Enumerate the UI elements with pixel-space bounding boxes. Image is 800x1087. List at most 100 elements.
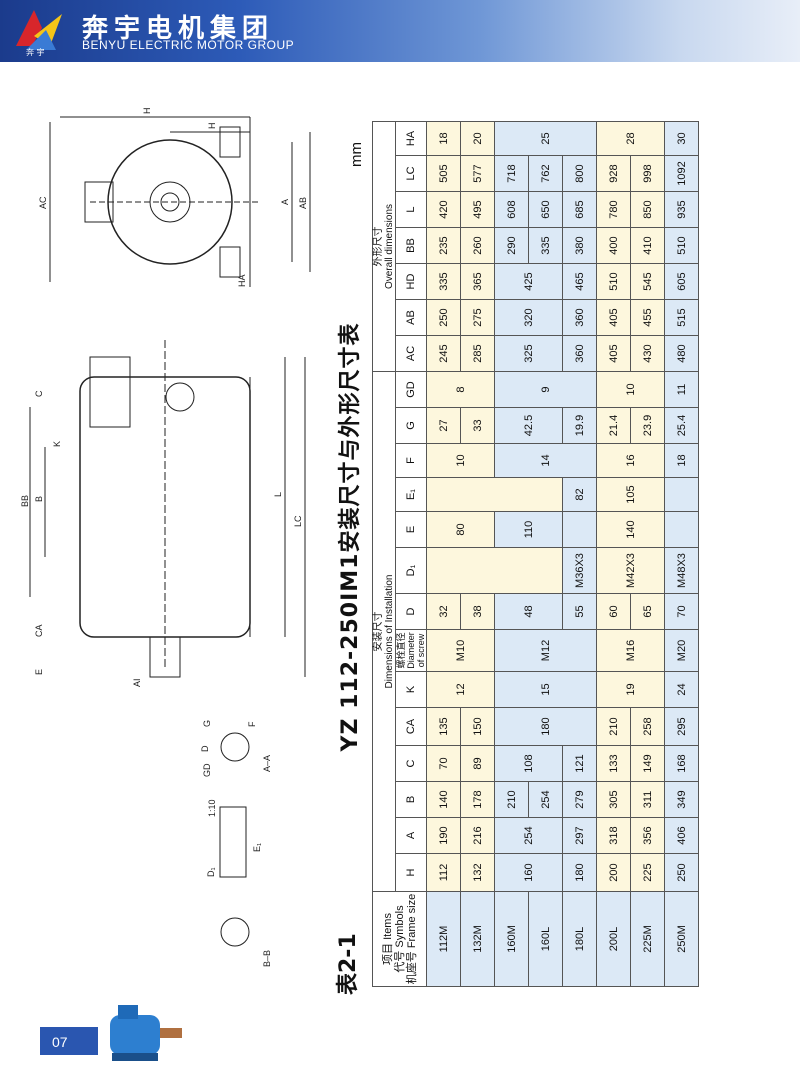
- corner-items: 项目 Items: [381, 913, 394, 965]
- cell-f: 18: [664, 443, 699, 478]
- cell-ab: 455: [630, 299, 665, 336]
- page-title: YZ 112-250IM1安装尺寸与外形尺寸表: [338, 322, 363, 752]
- cell-hd: 545: [630, 263, 665, 300]
- cell-ca: 135: [426, 707, 461, 746]
- cell-b: 279: [562, 781, 597, 818]
- cell-g: 27: [426, 407, 461, 444]
- cell-ab: 360: [562, 299, 597, 336]
- cell-l: 850: [630, 191, 665, 228]
- cell-c: 108: [494, 745, 563, 782]
- cell-bb: 260: [460, 227, 495, 264]
- cell-g: 19.9: [562, 407, 597, 444]
- table-row: 200L 200 318 305 133 210 19 M16 60 M42X3…: [596, 121, 665, 987]
- cell-k: 12: [426, 671, 495, 708]
- table-number: 表2-1: [336, 933, 361, 995]
- sym-l: L: [395, 191, 427, 228]
- cell-a: 406: [664, 817, 699, 854]
- cell-l: 608: [494, 191, 529, 228]
- cell-a: 356: [630, 817, 665, 854]
- cell-ac: 430: [630, 335, 665, 372]
- header-banner: 奔 宇 奔宇电机集团 BENYU ELECTRIC MOTOR GROUP: [0, 0, 800, 62]
- sym-k: K: [395, 671, 427, 708]
- cell-e1-empty: [664, 477, 699, 512]
- frame-cell: 225M: [630, 891, 665, 987]
- cell-c: 89: [460, 745, 495, 782]
- cell-hd: 605: [664, 263, 699, 300]
- sym-lc: LC: [395, 155, 427, 192]
- dim-label-e: E: [34, 669, 44, 675]
- cell-bb: 235: [426, 227, 461, 264]
- cell-lc: 718: [494, 155, 529, 192]
- cell-d: 55: [562, 593, 597, 630]
- cell-lc: 762: [528, 155, 563, 192]
- cell-g: 21.4: [596, 407, 631, 444]
- cell-l: 685: [562, 191, 597, 228]
- logo-text: 奔 宇: [26, 47, 45, 56]
- cell-f: 14: [494, 443, 597, 478]
- dim-label-bb: BB: [20, 495, 30, 507]
- sym-c: C: [395, 745, 427, 782]
- sym-h: H: [395, 853, 427, 892]
- cell-screw: M10: [426, 629, 495, 672]
- cell-ab: 275: [460, 299, 495, 336]
- sym-g: G: [395, 407, 427, 444]
- sym-d1: D₁: [395, 547, 427, 594]
- cell-lc: 577: [460, 155, 495, 192]
- cell-gd: 11: [664, 371, 699, 408]
- dim-label-ca: CA: [34, 624, 44, 637]
- dim-label-ac: AC: [38, 196, 48, 209]
- sym-bb: BB: [395, 227, 427, 264]
- company-logo: 奔 宇: [16, 10, 62, 56]
- cell-e: 110: [494, 511, 563, 548]
- frame-cell: 180L: [562, 891, 597, 987]
- cell-lc: 928: [596, 155, 631, 192]
- cell-ha: 25: [494, 121, 597, 156]
- dim-label-f: F: [247, 721, 257, 727]
- cell-ca: 295: [664, 707, 699, 746]
- cell-l: 935: [664, 191, 699, 228]
- cell-e1-empty: [426, 477, 563, 512]
- cell-bb: 410: [630, 227, 665, 264]
- table-row: 180L 180 297 279 121 55 M36X3 82 19.9 36…: [562, 122, 597, 987]
- dim-label-e1: E₁: [252, 843, 262, 852]
- cell-a: 297: [562, 817, 597, 854]
- cell-f: 10: [426, 443, 495, 478]
- frame-cell: 200L: [596, 891, 631, 987]
- sym-f: F: [395, 443, 427, 478]
- dim-label-c: C: [34, 390, 44, 397]
- cell-k: 19: [596, 671, 665, 708]
- cell-h: 132: [460, 853, 495, 892]
- cell-b: 210: [494, 781, 529, 818]
- cell-screw: M12: [494, 629, 597, 672]
- dim-label-ab: AB: [298, 197, 308, 209]
- cell-hd: 465: [562, 263, 597, 300]
- cell-d: 38: [460, 593, 495, 630]
- cell-lc: 800: [562, 155, 597, 192]
- cell-k: 24: [664, 671, 699, 708]
- cell-e1: 105: [596, 477, 665, 512]
- dim-label-h: H: [207, 123, 217, 130]
- cell-a: 318: [596, 817, 631, 854]
- dim-label-ha: HA: [237, 274, 247, 287]
- dim-label-d: D: [200, 745, 210, 752]
- dim-label-a: A: [280, 199, 290, 205]
- cell-d1: M36X3: [562, 547, 597, 594]
- end-view-drawing: AC A AB HD H HA: [38, 107, 311, 287]
- cell-c: 121: [562, 745, 597, 782]
- sym-ha: HA: [395, 121, 427, 156]
- cell-ha: 28: [596, 121, 665, 156]
- cell-screw: M20: [664, 629, 699, 672]
- cell-ac: 285: [460, 335, 495, 372]
- sym-d: D: [395, 593, 427, 630]
- cell-ac: 325: [494, 335, 563, 372]
- frame-cell: 250M: [664, 891, 699, 987]
- side-view-drawing: LC L BB B CA E K C AI: [20, 337, 306, 687]
- company-name-en: BENYU ELECTRIC MOTOR GROUP: [82, 38, 295, 52]
- cell-e-empty: [664, 511, 699, 548]
- dim-label-ai: AI: [132, 678, 142, 687]
- sym-a: A: [395, 817, 427, 854]
- cell-ab: 250: [426, 299, 461, 336]
- cell-ha: 20: [460, 121, 495, 156]
